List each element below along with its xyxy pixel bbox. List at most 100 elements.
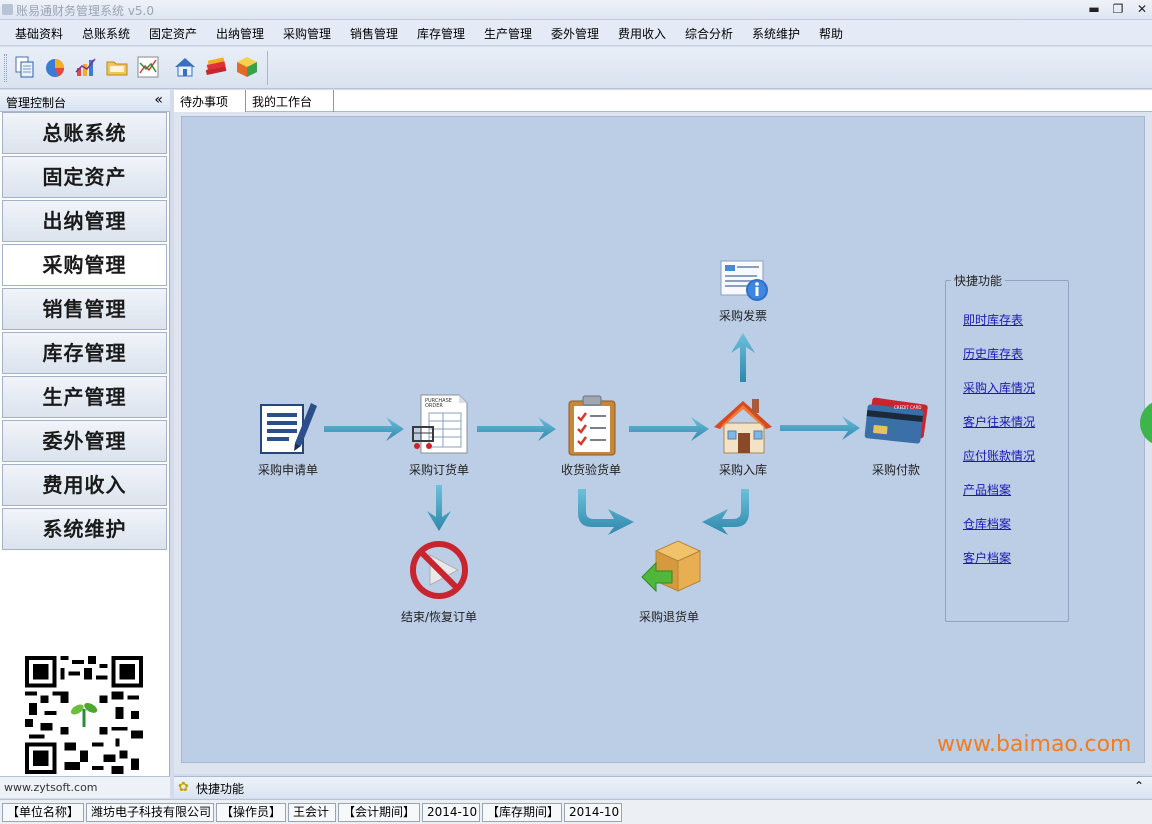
flow-canvas: 采购申请单 PURCHASE ORDER 采购订货单 <box>181 116 1145 763</box>
sidebar-item-general-ledger[interactable]: 总账系统 <box>2 112 167 154</box>
window-title: 账易通财务管理系统 v5.0 <box>16 4 155 18</box>
status-operator-value: 王会计 <box>288 803 336 822</box>
receipt-inspection-icon[interactable] <box>563 393 621 457</box>
folder-icon[interactable] <box>104 54 130 80</box>
arrow-inbound-to-return <box>702 489 749 535</box>
menu-inventory[interactable]: 库存管理 <box>417 27 466 41</box>
quick-functions-title: 快捷功能 <box>951 272 1006 289</box>
receipt-inspection-label[interactable]: 收货验货单 <box>560 463 622 477</box>
status-company-value: 潍坊电子科技有限公司 <box>86 803 214 822</box>
green-side-button[interactable] <box>1140 400 1152 446</box>
quick-link-customer-archive[interactable]: 客户档案 <box>963 551 1012 565</box>
menu-general-ledger[interactable]: 总账系统 <box>82 27 131 41</box>
menu-expense-income[interactable]: 费用收入 <box>618 27 667 41</box>
restore-icon[interactable]: ❐ <box>1112 2 1124 16</box>
close-icon[interactable]: ✕ <box>1136 2 1148 16</box>
sidebar-item-cashier[interactable]: 出纳管理 <box>2 200 167 242</box>
toolbar-separator <box>267 51 268 85</box>
purchase-request-icon[interactable] <box>257 399 319 457</box>
menu-help[interactable]: 帮助 <box>819 27 844 41</box>
tab-todo[interactable]: 待办事项 <box>174 90 246 112</box>
minimize-icon[interactable]: ▬ <box>1088 2 1100 16</box>
purchase-order-label[interactable]: 采购订货单 <box>408 463 470 477</box>
menu-fixed-assets[interactable]: 固定资产 <box>149 27 198 41</box>
close-reopen-order-icon[interactable] <box>408 539 470 601</box>
quick-functions-box <box>945 280 1069 622</box>
arrow-order-to-close <box>427 485 451 531</box>
quick-link-realtime-inventory[interactable]: 即时库存表 <box>963 313 1024 327</box>
menu-basic-data[interactable]: 基础资料 <box>15 27 64 41</box>
left-panel-header: 管理控制台 « <box>0 90 170 112</box>
menu-production[interactable]: 生产管理 <box>484 27 533 41</box>
cube-icon[interactable] <box>234 54 260 80</box>
arrow-order-to-receipt <box>477 417 556 441</box>
line-chart-icon[interactable] <box>73 54 99 80</box>
purchase-order-icon-text: PURCHASE ORDER <box>425 398 452 409</box>
purchase-payment-label[interactable]: 采购付款 <box>871 463 921 477</box>
sidebar-item-outsourcing[interactable]: 委外管理 <box>2 420 167 462</box>
payment-card-text: CREDIT CARD <box>894 405 922 410</box>
quick-link-purchase-inbound[interactable]: 采购入库情况 <box>963 381 1036 395</box>
quick-link-customer-dealings[interactable]: 客户往来情况 <box>963 415 1036 429</box>
copy-icon[interactable] <box>12 54 38 80</box>
title-bar: 账易通财务管理系统 v5.0 ▬ ❐ ✕ <box>0 0 1152 20</box>
home-icon[interactable] <box>172 54 198 80</box>
sidebar-item-inventory[interactable]: 库存管理 <box>2 332 167 374</box>
expand-icon[interactable]: ⌃ <box>1133 779 1144 793</box>
footer-url: www.zytsoft.com <box>4 781 98 794</box>
arrow-receipt-to-return <box>578 489 634 535</box>
quick-functions-icon: ✿ <box>178 780 189 795</box>
sidebar-item-production[interactable]: 生产管理 <box>2 376 167 418</box>
menu-system-maintenance[interactable]: 系统维护 <box>752 27 801 41</box>
flow-arrows <box>324 333 860 535</box>
sidebar-item-fixed-assets[interactable]: 固定资产 <box>2 156 167 198</box>
books-icon[interactable] <box>203 54 229 80</box>
menu-cashier[interactable]: 出纳管理 <box>216 27 265 41</box>
bottom-quick-bar-title: 快捷功能 <box>196 782 245 796</box>
toolbar-grip[interactable] <box>4 54 7 82</box>
quick-link-historical-inventory[interactable]: 历史库存表 <box>963 347 1024 361</box>
quick-link-warehouse-archive[interactable]: 仓库档案 <box>963 517 1012 531</box>
purchase-invoice-icon[interactable] <box>719 257 771 303</box>
quick-link-accounts-payable[interactable]: 应付账款情况 <box>963 449 1036 463</box>
sidebar-item-system-maintenance[interactable]: 系统维护 <box>2 508 167 550</box>
status-bar: 【单位名称】 潍坊电子科技有限公司 【操作员】 王会计 【会计期间】 2014-… <box>0 799 1152 824</box>
left-panel-title: 管理控制台 <box>6 96 67 110</box>
status-inventory-value: 2014-10 <box>564 803 622 822</box>
arrow-receipt-to-inbound <box>629 417 709 441</box>
purchase-inbound-label[interactable]: 采购入库 <box>718 463 768 477</box>
menu-outsourcing[interactable]: 委外管理 <box>551 27 600 41</box>
qr-code <box>24 656 144 774</box>
status-inventory-label: 【库存期间】 <box>482 803 562 822</box>
purchase-invoice-label[interactable]: 采购发票 <box>718 309 768 323</box>
pie-chart-icon[interactable] <box>42 54 68 80</box>
quick-link-product-archive[interactable]: 产品档案 <box>963 483 1012 497</box>
close-reopen-order-label[interactable]: 结束/恢复订单 <box>400 610 478 624</box>
status-period-label: 【会计期间】 <box>338 803 420 822</box>
purchase-return-label[interactable]: 采购退货单 <box>638 610 700 624</box>
menu-purchase[interactable]: 采购管理 <box>283 27 332 41</box>
app-icon <box>2 4 13 15</box>
sidebar-item-purchase[interactable]: 采购管理 <box>2 244 167 286</box>
sidebar-item-sales[interactable]: 销售管理 <box>2 288 167 330</box>
trend-chart-icon[interactable] <box>135 54 161 80</box>
tab-my-workbench[interactable]: 我的工作台 <box>246 90 334 112</box>
bottom-quick-bar: ✿ 快捷功能 ⌃ <box>174 776 1152 798</box>
left-panel: 管理控制台 « 总账系统 固定资产 出纳管理 采购管理 销售管理 库存管理 生产… <box>0 90 170 798</box>
menu-sales[interactable]: 销售管理 <box>350 27 399 41</box>
watermark: www.baimao.com <box>937 732 1132 757</box>
collapse-icon[interactable]: « <box>154 92 163 108</box>
arrow-request-to-order <box>324 417 404 441</box>
menu-bar: 基础资料 总账系统 固定资产 出纳管理 采购管理 销售管理 库存管理 生产管理 … <box>0 20 1152 46</box>
status-company-label: 【单位名称】 <box>2 803 84 822</box>
purchase-return-icon[interactable] <box>638 537 704 599</box>
main-area: 采购申请单 PURCHASE ORDER 采购订货单 <box>174 112 1152 774</box>
purchase-payment-icon[interactable]: CREDIT CARD <box>864 397 930 449</box>
tab-bar: 待办事项 我的工作台 <box>174 90 1152 112</box>
menu-analysis[interactable]: 综合分析 <box>685 27 734 41</box>
arrow-inbound-to-payment <box>780 416 860 440</box>
purchase-inbound-icon[interactable] <box>710 395 776 457</box>
purchase-request-label[interactable]: 采购申请单 <box>257 463 319 477</box>
purchase-order-icon[interactable]: PURCHASE ORDER <box>409 393 471 457</box>
sidebar-item-expense-income[interactable]: 费用收入 <box>2 464 167 506</box>
